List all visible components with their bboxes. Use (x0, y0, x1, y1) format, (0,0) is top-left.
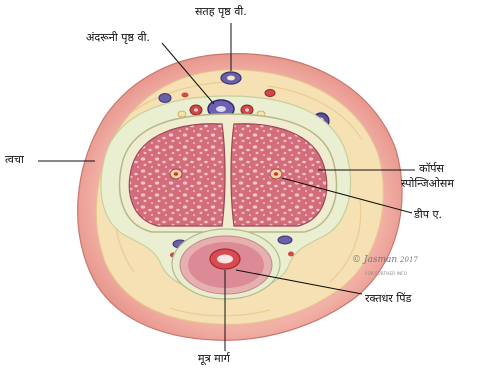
label-corpus-spongiosum-line1: कॉर्पस (419, 162, 444, 175)
signature-year: 2017 (400, 256, 418, 264)
signature-name: Jasman (364, 255, 397, 265)
signature-note: FOR FURTHER INFO (365, 271, 407, 276)
artist-signature: © Jasman 2017 (352, 255, 418, 265)
label-skin: त्वचा (5, 153, 24, 166)
label-deep-dorsal-vein: अंदरूनी पृष्ठ वी. (86, 31, 150, 44)
label-corpus-cavernosum: रक्तधर पिंड (365, 292, 411, 305)
label-urethra: मूत्र मार्ग (198, 352, 230, 365)
label-corpus-spongiosum-line2: स्पोन्जिओसम (401, 177, 454, 190)
copyright-icon: © (352, 255, 361, 265)
label-superficial-dorsal-vein: सतह पृष्ठ वी. (195, 5, 247, 18)
label-deep-artery: डीप ए. (414, 208, 442, 221)
